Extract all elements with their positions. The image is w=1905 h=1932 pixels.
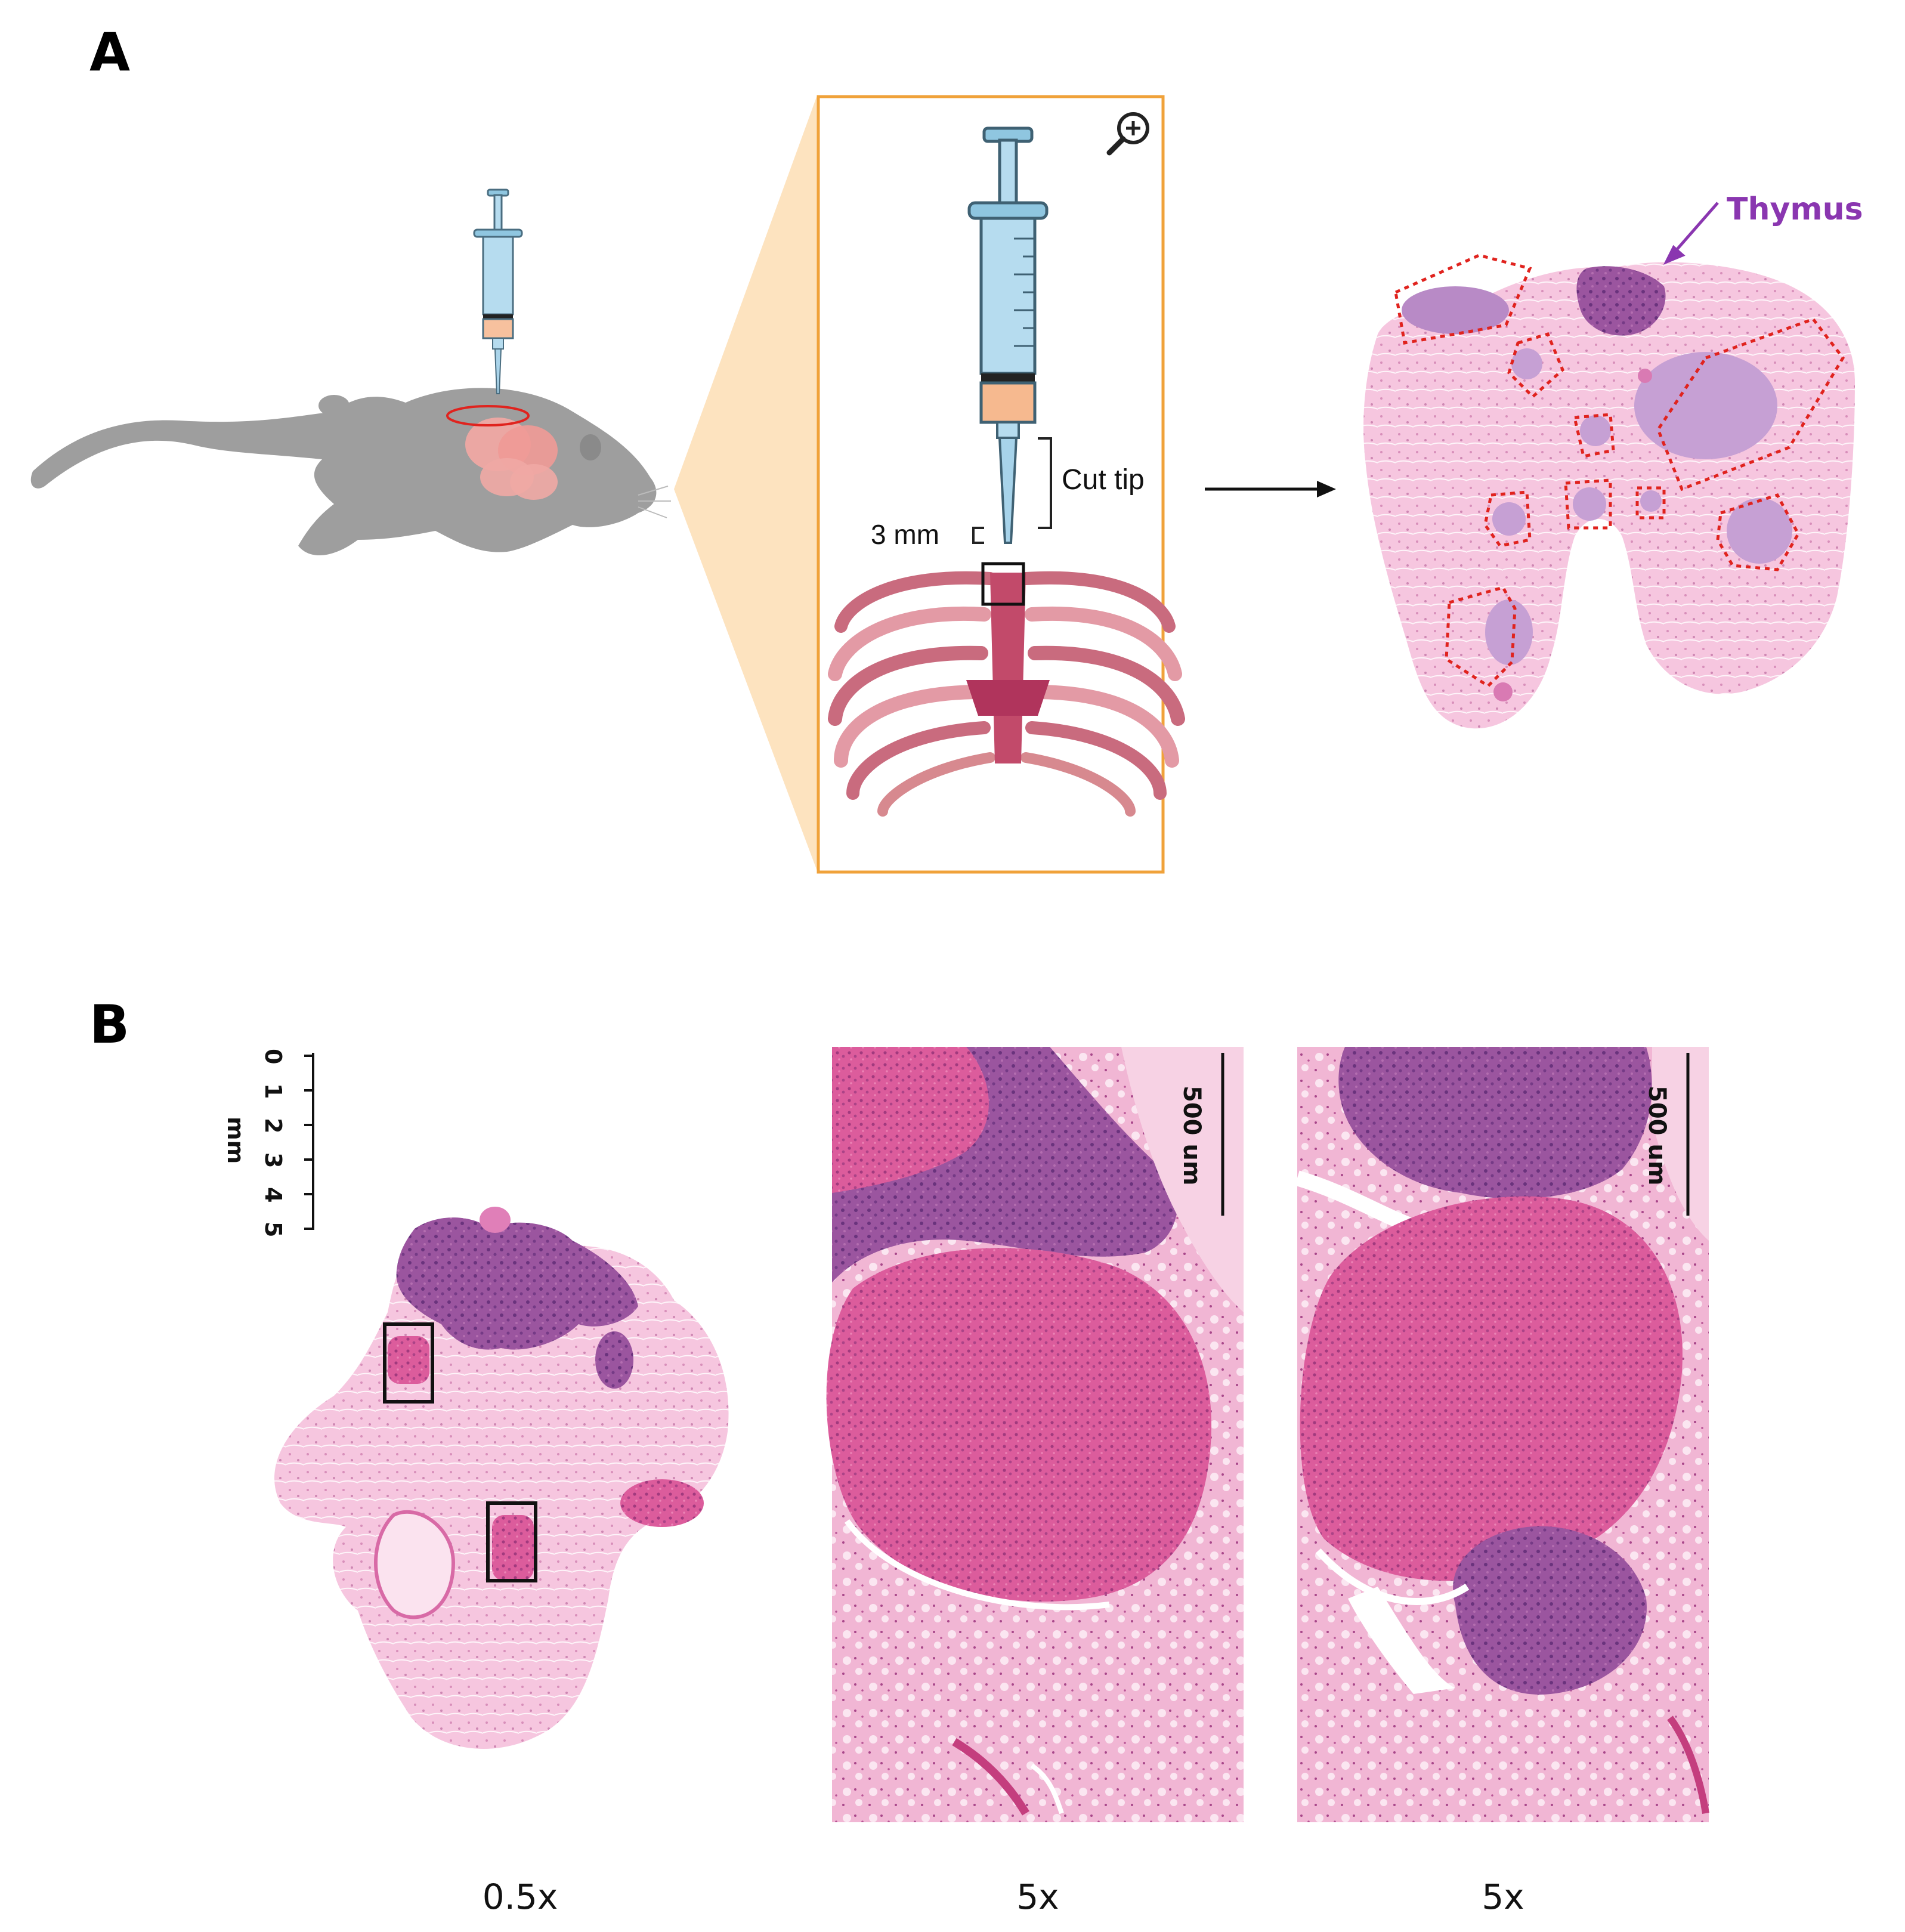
- scale-tick-2: 2: [260, 1118, 286, 1133]
- scale-bar-mm: 0 1 2 3 4 5 mm: [222, 1049, 314, 1237]
- scale-label-500um-1: 500 um: [1178, 1086, 1205, 1186]
- tumor-outlines: [1394, 254, 1845, 688]
- arrow-right-icon: [1205, 481, 1336, 497]
- scale-tick-0: 0: [260, 1049, 286, 1064]
- magnification-label-3: 5x: [1482, 1877, 1524, 1917]
- depth-bracket: [972, 527, 984, 544]
- cut-tip-label: Cut tip: [1062, 464, 1145, 496]
- region-box-1: [383, 1322, 434, 1404]
- zoom-wedge: [674, 95, 817, 871]
- scale-label-500um-2: 500 um: [1643, 1086, 1671, 1186]
- section-image-0-5x: [274, 1207, 729, 1749]
- syringe-small-illustration: [473, 188, 523, 394]
- panel-label-a: A: [89, 21, 130, 83]
- mouse-illustration: [30, 388, 671, 556]
- cut-tip-bracket: [1038, 437, 1052, 529]
- scale-tick-5: 5: [260, 1222, 286, 1237]
- magnification-label-2: 5x: [1016, 1877, 1059, 1917]
- region-box-2: [486, 1501, 537, 1582]
- scale-tick-1: 1: [260, 1083, 286, 1099]
- zoom-in-icon: [1106, 112, 1149, 156]
- micrograph-5x-2: [1295, 1047, 1709, 1822]
- thymus-arrow-icon: [1663, 202, 1719, 265]
- syringe-large-illustration: [967, 126, 1049, 544]
- ribcage-illustration: [828, 571, 1185, 817]
- injection-site-box: [981, 562, 1025, 606]
- thymus-label: Thymus: [1727, 191, 1863, 227]
- depth-label: 3 mm: [871, 519, 939, 550]
- micrograph-5x-1: [826, 1047, 1244, 1822]
- scale-tick-4: 4: [260, 1187, 286, 1203]
- scale-unit: mm: [222, 1117, 249, 1164]
- panel-label-b: B: [89, 994, 129, 1055]
- magnification-label-1: 0.5x: [483, 1877, 558, 1917]
- scale-tick-3: 3: [260, 1152, 286, 1168]
